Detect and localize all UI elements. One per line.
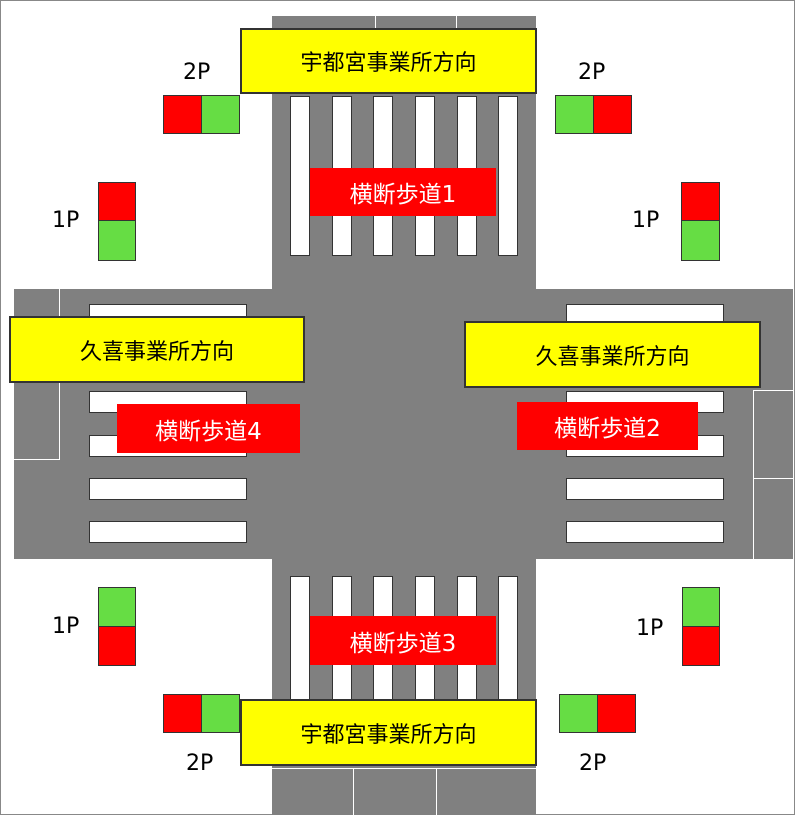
crosswalk-label-4: 横断歩道4 <box>117 404 300 453</box>
road-line <box>456 16 457 32</box>
direction-label-west: 久喜事業所方向 <box>9 316 305 383</box>
signal-label-nw-2p: 2P <box>183 60 211 85</box>
signal-label-nw-1p: 1P <box>52 208 80 233</box>
crosswalk-stripe <box>566 521 724 543</box>
crosswalk-stripe <box>566 478 724 500</box>
crosswalk-stripe <box>89 521 247 543</box>
signal-nw-2p-green-lamp <box>201 95 240 134</box>
road-line <box>753 478 793 479</box>
signal-ne-1p-green-lamp <box>681 220 720 261</box>
signal-se-1p-red-lamp <box>682 626 720 666</box>
signal-label-ne-2p: 2P <box>578 60 606 85</box>
road-line <box>436 768 437 815</box>
signal-se-2p-green-lamp <box>559 694 598 733</box>
signal-sw-2p-red-lamp <box>163 694 202 733</box>
signal-sw-2p-green-lamp <box>201 694 240 733</box>
signal-nw-2p-red-lamp <box>163 95 202 134</box>
signal-ne-2p-red-lamp <box>593 95 632 134</box>
road-line <box>353 768 354 815</box>
signal-ne-1p-red-lamp <box>681 182 720 221</box>
crosswalk-stripe <box>498 96 518 256</box>
crosswalk-label-3: 横断歩道3 <box>310 616 496 665</box>
signal-sw-1p-red-lamp <box>98 626 136 666</box>
direction-label-east: 久喜事業所方向 <box>464 321 761 388</box>
signal-label-sw-2p: 2P <box>186 751 214 776</box>
direction-label-north: 宇都宮事業所方向 <box>240 28 537 94</box>
road-line <box>14 459 60 460</box>
crosswalk-label-2: 横断歩道2 <box>517 402 698 450</box>
signal-ne-2p-green-lamp <box>555 95 594 134</box>
crosswalk-stripe <box>89 478 247 500</box>
road-line <box>375 16 376 32</box>
signal-nw-1p-red-lamp <box>98 182 136 221</box>
signal-label-se-1p: 1P <box>636 616 664 641</box>
signal-se-1p-green-lamp <box>682 587 720 627</box>
signal-se-2p-red-lamp <box>597 694 636 733</box>
crosswalk-stripe <box>290 96 310 256</box>
road-line <box>753 390 754 559</box>
direction-label-south: 宇都宮事業所方向 <box>240 699 537 766</box>
signal-label-se-2p: 2P <box>579 751 607 776</box>
signal-label-sw-1p: 1P <box>52 614 80 639</box>
signal-sw-1p-green-lamp <box>98 587 136 627</box>
signal-label-ne-1p: 1P <box>632 208 660 233</box>
road-line <box>753 390 793 391</box>
road-line <box>272 768 536 769</box>
signal-nw-1p-green-lamp <box>98 220 136 261</box>
crosswalk-label-1: 横断歩道1 <box>310 168 496 216</box>
